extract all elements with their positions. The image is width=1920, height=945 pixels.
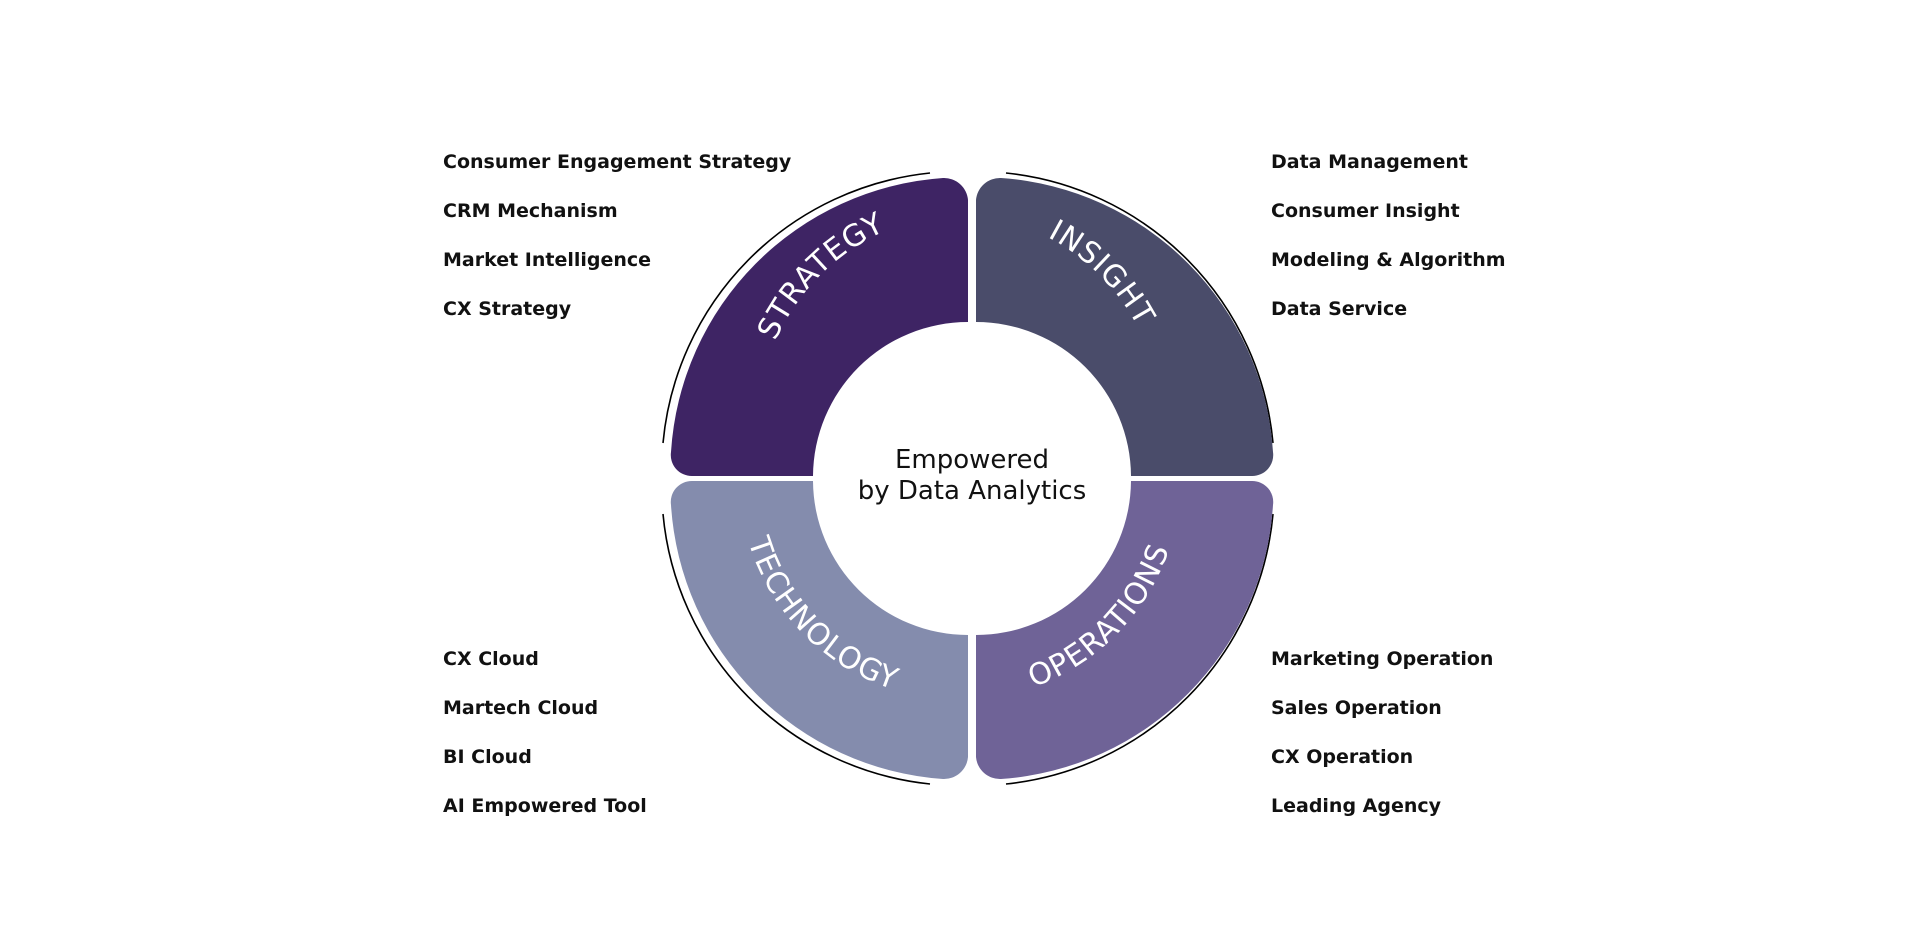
segment-strategy[interactable] [670,177,968,477]
insight-item-list: Data Management Consumer Insight Modelin… [1271,150,1506,346]
outer-arc-strategy [662,172,931,444]
technology-item: AI Empowered Tool [443,795,647,817]
operations-item: Marketing Operation [1271,648,1494,670]
center-title-line1: Empowered [895,445,1049,475]
outer-arc-insight [1005,172,1274,444]
insight-item: Data Service [1271,298,1408,320]
technology-item: BI Cloud [443,746,532,768]
segment-operations[interactable] [976,480,1274,780]
center-title-line2: by Data Analytics [858,476,1087,506]
strategy-item: Consumer Engagement Strategy [443,151,792,173]
insight-item: Modeling & Algorithm [1271,249,1506,271]
operations-item: Sales Operation [1271,697,1442,719]
strategy-item: CX Strategy [443,298,572,320]
operations-item: CX Operation [1271,746,1414,768]
strategy-item: Market Intelligence [443,249,652,271]
insight-item: Consumer Insight [1271,200,1460,222]
outer-arc-operations [1005,513,1274,785]
outer-arc-technology [662,513,931,785]
operations-item: Leading Agency [1271,795,1442,817]
technology-item: Martech Cloud [443,697,599,719]
strategy-item-list: Consumer Engagement Strategy CRM Mechani… [443,150,791,346]
strategy-item: CRM Mechanism [443,200,618,222]
operations-item-list: Marketing Operation Sales Operation CX O… [1271,647,1493,843]
segment-insight[interactable] [976,177,1274,477]
technology-item: CX Cloud [443,648,539,670]
insight-item: Data Management [1271,151,1468,173]
segment-technology[interactable] [670,480,968,780]
technology-item-list: CX Cloud Martech Cloud BI Cloud AI Empow… [443,647,647,843]
